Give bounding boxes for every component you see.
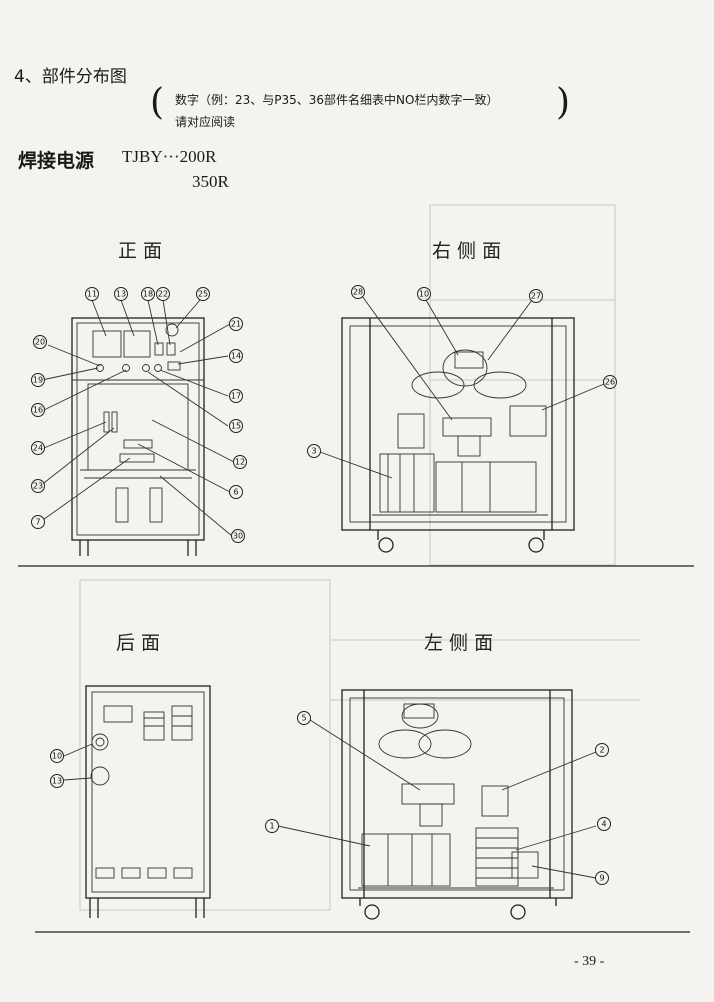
callout-label: 13 [116, 290, 126, 299]
model-line-2: 350R [192, 172, 229, 191]
page-number: - 39 - [574, 954, 605, 969]
callout-label: 1 [269, 822, 274, 831]
view-title-right: 右 侧 面 [432, 240, 502, 262]
callout-label: 6 [233, 488, 238, 497]
view-title-left: 左 侧 面 [424, 632, 494, 654]
callout-label: 7 [35, 518, 40, 527]
callout-label: 27 [531, 292, 541, 301]
model-line-1: TJBY···200R [122, 147, 217, 166]
right-view-drawing [319, 295, 605, 553]
callout-label: 13 [52, 777, 62, 786]
callout-label: 26 [605, 378, 615, 387]
callout-label: 3 [311, 447, 316, 456]
callout-label: 10 [419, 290, 429, 299]
callout-label: 21 [231, 320, 241, 329]
open-paren-glyph: ( [150, 82, 165, 123]
callout-label: 22 [158, 290, 168, 299]
callout-label: 30 [233, 532, 243, 541]
callout-label: 18 [143, 290, 153, 299]
callout-label: 19 [33, 376, 43, 385]
callouts-front: 11 13 18 22 25 21 20 19 14 16 17 15 24 1… [31, 287, 247, 543]
callout-label: 28 [353, 288, 363, 297]
callout-label: 25 [198, 290, 208, 299]
close-paren-glyph: ) [556, 82, 571, 123]
callout-label: 12 [235, 458, 245, 467]
section-title: 4、部件分布图 [14, 67, 127, 87]
callout-label: 10 [52, 752, 62, 761]
view-title-back: 后 面 [116, 632, 161, 654]
product-name: 焊接电源 [18, 150, 95, 172]
callout-label: 24 [33, 444, 43, 453]
callouts-back: 10 13 [50, 749, 64, 788]
callout-label: 9 [599, 874, 604, 883]
callout-label: 17 [231, 392, 241, 401]
callouts-right: 28 10 27 26 3 [307, 285, 617, 458]
back-view-drawing [63, 685, 211, 918]
callouts-left: 5 2 1 4 9 [265, 711, 611, 885]
note-line-1: 数字（例：23、与P35、36部件名细表中NO栏内数字一致） [175, 93, 499, 107]
callout-label: 2 [599, 746, 604, 755]
callout-label: 5 [301, 714, 306, 723]
note-line-2: 请对应阅读 [175, 115, 236, 129]
callout-label: 14 [231, 352, 241, 361]
callout-label: 23 [33, 482, 43, 491]
front-view-drawing [39, 299, 235, 556]
callout-label: 20 [35, 338, 45, 347]
view-title-front: 正 面 [118, 240, 163, 262]
left-view-drawing [277, 689, 597, 920]
callout-label: 4 [601, 820, 606, 829]
callout-label: 15 [231, 422, 241, 431]
callout-label: 16 [33, 406, 43, 415]
callout-label: 11 [87, 290, 97, 299]
